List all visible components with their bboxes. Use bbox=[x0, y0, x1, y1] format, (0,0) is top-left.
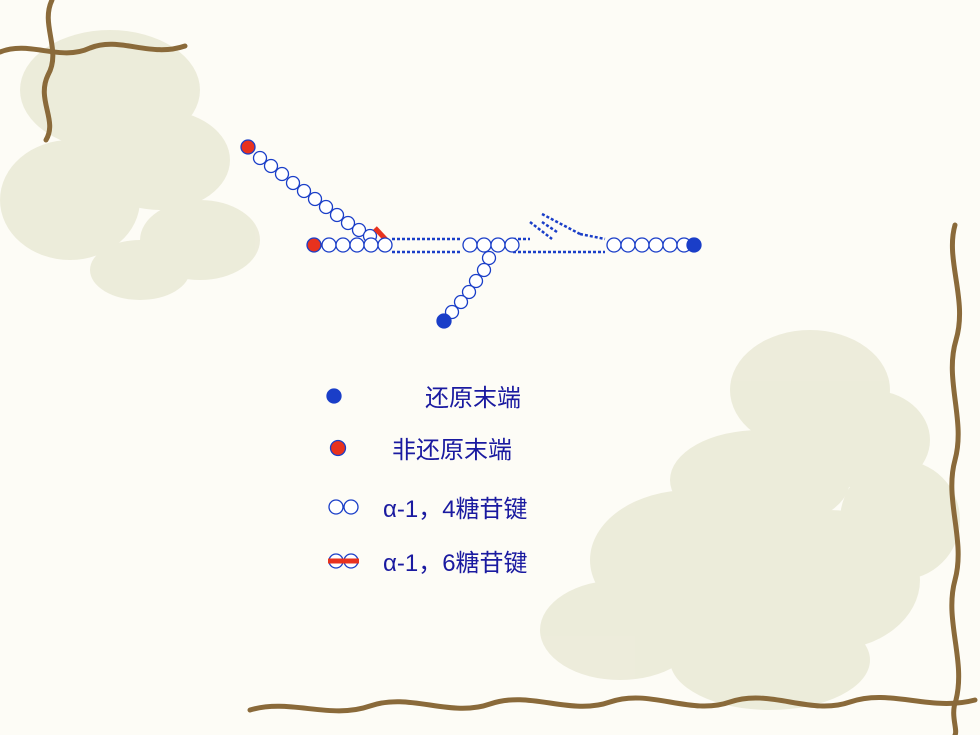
flower-silhouette-left-icon bbox=[0, 30, 260, 300]
main-chain-left bbox=[321, 237, 393, 253]
non-reducing-end-dot bbox=[306, 237, 322, 253]
main-chain-right bbox=[606, 237, 692, 253]
non-reducing-end-dot bbox=[240, 139, 256, 155]
legend-label: α-1，6糖苷键 bbox=[383, 550, 528, 577]
legend-non-reducing-end-icon bbox=[329, 439, 347, 457]
flower-silhouette-right-icon bbox=[540, 330, 960, 710]
reducing-end-dot bbox=[686, 237, 702, 253]
legend-alpha-1-6-icon bbox=[328, 553, 359, 569]
legend-alpha-1-4-icon bbox=[328, 499, 359, 515]
legend-alpha-1-4: α-1，4糖苷键 bbox=[383, 489, 528, 524]
lower-branch-chain bbox=[444, 250, 497, 320]
legend-non-reducing-end: 非还原末端 bbox=[392, 430, 512, 465]
legend-label: 还原末端 bbox=[425, 384, 521, 412]
legend-symbols bbox=[326, 388, 359, 569]
legend-alpha-1-6: α-1，6糖苷键 bbox=[383, 543, 528, 578]
reducing-end-dot bbox=[436, 313, 452, 329]
upper-branch-chain bbox=[252, 150, 378, 244]
legend-reducing-end: 还原末端 bbox=[425, 378, 521, 413]
legend-label: 非还原末端 bbox=[392, 436, 512, 464]
glycogen-structure bbox=[240, 139, 702, 329]
legend-reducing-end-icon bbox=[326, 388, 342, 404]
main-chain-middle bbox=[462, 237, 520, 253]
legend-label: α-1，4糖苷键 bbox=[383, 496, 528, 523]
